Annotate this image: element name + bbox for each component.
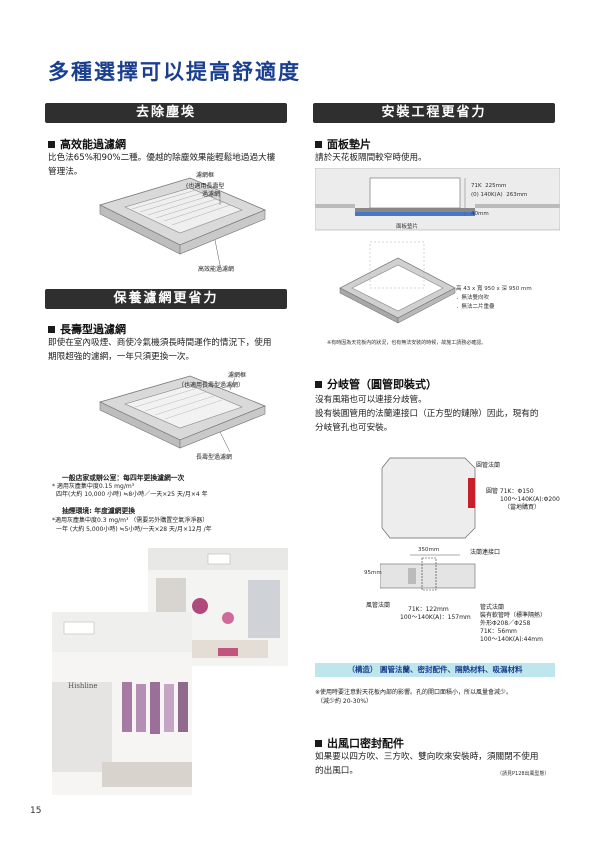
branch-note-1: ※使用時要注意對天花板內部的影響。孔的開口面積小，所以風量會減少。	[315, 689, 513, 696]
section-bar-filter-save: 保養濾網更省力	[45, 289, 287, 309]
label-round-flange: 圓管法蘭	[476, 462, 501, 469]
spacer-spec-2: ．無法雙向吹	[456, 295, 490, 301]
outlet-seal-body: 如果要以四方吹、三方吹、雙向吹來安裝時，須關閉不使用 的出風口。	[315, 752, 539, 776]
label-flange-port: 法蘭連接口	[470, 549, 501, 556]
branch-duct-body: 沒有風箱也可以連接分歧管。 設有裝圓管用的法蘭連接口（正方型的鏈隙）因此，現有的…	[315, 395, 539, 433]
dim-350: 350mm	[418, 547, 440, 553]
office-note-2: 四年(大約 10,000 小時) ≒8小時／一天×25 天/月×4 年	[56, 491, 208, 498]
smoke-note-2: 一年 (大約 5,000小時) ≒5小時/一天×28 天/月×12月 /年	[56, 526, 212, 533]
branch-note-2: （減少約 20-30%）	[317, 698, 373, 705]
dim1: 71K 225mm	[471, 183, 507, 189]
round-line-3: （當地購買）	[504, 504, 541, 511]
dim3: 40mm	[471, 211, 489, 217]
dim-95: 95mm	[364, 570, 382, 576]
bullet-square-icon	[315, 140, 322, 148]
spacer-spec-3: ．無法二片重疊	[456, 304, 495, 310]
label-long-filter: 長壽型過濾網	[196, 454, 233, 461]
label-panel-spacer: 面板墊片	[396, 224, 419, 230]
section-bar-remove-dust: 去除塵埃	[45, 103, 287, 123]
bullet-square-icon	[315, 380, 322, 388]
label-long-also: （也適用長壽型過濾網）	[178, 382, 245, 389]
long-life-body: 即使在室內吸煙、商使冷氣機須長時間運作的情況下，使用 期限超強的濾網，一年只須更…	[48, 338, 272, 362]
bullet-square-icon	[48, 325, 55, 333]
page-number: 15	[30, 806, 42, 816]
label-duct-flange: 風管法蘭	[366, 602, 391, 609]
pipe-line-3: 71K：56mm	[480, 628, 517, 635]
long-life-unit-illustration	[98, 375, 267, 453]
smoke-title: 抽煙環境: 年度濾網更換	[62, 507, 136, 515]
heading-outlet-seal: 出風口密封配件	[315, 735, 404, 751]
label-also-long-life: (也適用長壽型 過濾網	[186, 183, 225, 198]
office-note-1: * 適用灰塵集中度0.15 mg/m³	[52, 483, 135, 490]
spacer-spec-1: 高 43 x 寬 950 x 深 950 mm	[456, 286, 532, 292]
heading-panel-spacer: 面板墊片	[315, 136, 371, 152]
bullet-square-icon	[48, 140, 55, 148]
branch-duct-side-diagram	[380, 554, 476, 591]
panel-spacer-iso-diagram	[339, 241, 456, 324]
high-eff-unit-illustration	[98, 177, 267, 266]
label-high-eff-filter: 高效能過濾網	[198, 266, 235, 273]
pipe-line-1: 裝有軟管時（標準隔熱）	[480, 612, 547, 619]
bullet-square-icon	[315, 739, 322, 747]
round-line-2: 100〜140K(A):Φ200	[500, 496, 560, 503]
label-filter-frame: 濾網框	[196, 172, 215, 179]
photo-shop-clothes	[52, 612, 192, 795]
pipe-line-4: 100〜140K(A):44mm	[480, 636, 543, 643]
duct-line-1: 71K：122mm	[408, 606, 449, 613]
smoke-note-1: *適用灰塵集中度0.3 mg/m³ （需要另外購置空氣淨淨器）	[52, 517, 209, 524]
pipe-title: 管式法蘭	[480, 604, 505, 611]
panel-spacer-section-diagram	[315, 168, 560, 231]
branch-duct-top-diagram	[381, 457, 476, 539]
panel-spacer-body: 請於天花板隔間較窄時使用。	[315, 153, 427, 163]
shop-clothes-image	[52, 612, 192, 795]
label-long-frame: 濾網框	[228, 372, 247, 379]
section-bar-install-save: 安裝工程更省力	[313, 103, 555, 123]
high-eff-body: 比色法65%和90%二種。優越的除塵效果能輕鬆地過過大樓 管理法。	[48, 153, 276, 177]
pipe-line-2: 外形Φ208／Φ258	[480, 620, 531, 627]
shop-sign: Hishline	[68, 682, 98, 690]
round-line-1: 圓管 71K：Φ150	[486, 488, 534, 495]
outlet-seal-note: （請見P128出風型態）	[497, 771, 550, 777]
heading-high-eff: 高效能過濾網	[48, 136, 126, 152]
construction-tag: （構造） 圓管法蘭、密封配件、隔熱材料、吸濕材料	[315, 663, 555, 677]
page-title: 多種選擇可以提高舒適度	[48, 60, 301, 84]
heading-long-life: 長壽型過濾網	[48, 321, 126, 337]
spacer-note: ※有時因為天花板內的狀況，也有無法安裝的時候，故施工請務必確認。	[327, 340, 487, 346]
heading-branch-duct: 分岐管（圓管即裝式）	[315, 376, 437, 392]
dim2: (0) 140K(A) 263mm	[471, 192, 528, 198]
duct-line-2: 100〜140K(A)：157mm	[400, 614, 471, 621]
office-title: 一般店家或辦公室：每四年更換濾網一次	[62, 474, 185, 482]
